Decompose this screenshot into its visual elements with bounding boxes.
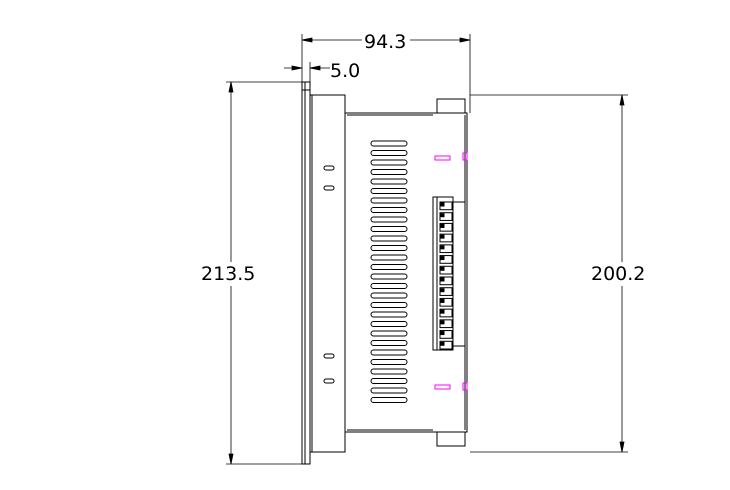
vent-slot [370,207,408,213]
terminal-pin [439,212,453,221]
terminal-pin [439,330,453,339]
vent-slot [370,245,408,251]
vent-slot [370,368,408,375]
terminal-pin [439,233,453,243]
depth-dimension-label: 94.3 [364,31,406,53]
vent-slots [370,140,408,403]
vent-slot [370,292,408,299]
body-height-label: 200.2 [591,263,645,285]
vent-slot [370,235,408,242]
vent-slot [370,226,408,232]
vent-slot [370,216,408,223]
vent-slot [370,359,408,365]
vent-slot [370,378,408,384]
vent-slot [370,197,408,204]
vent-slot [370,321,408,327]
vent-slot [370,273,408,280]
terminal-pin [439,297,453,307]
bottom-mounting-tab [436,431,466,447]
front-bezel [301,81,311,465]
overall-height-label: 213.5 [201,263,255,285]
vent-slot [370,169,408,175]
vent-slot [370,302,408,308]
dimension-lines [226,34,628,465]
vent-slot [370,188,408,194]
terminal-pin [439,276,453,286]
side-slots [323,165,335,384]
main-housing [344,98,468,447]
terminal-pin [439,201,453,211]
body-step [309,94,346,453]
vent-slot [370,178,408,185]
terminal-pin [439,222,453,232]
vent-slot [370,397,408,403]
terminal-pin [439,319,453,329]
vent-slot [370,283,408,289]
terminal-pin [439,340,453,350]
terminal-block [432,196,465,351]
terminal-pin [439,287,453,296]
indicator-marks [434,152,468,391]
vent-slot [370,150,408,156]
vent-slot [370,264,408,270]
bezel-dimension-label: 5.0 [330,60,360,82]
vent-slot [370,140,408,147]
terminal-pin [439,265,453,275]
terminal-pin [439,308,453,318]
vent-slot [370,349,408,356]
terminal-pin [439,255,453,264]
vent-slot [370,311,408,318]
vent-slot [370,330,408,337]
top-mounting-tab [436,98,466,114]
terminal-pin [439,244,453,254]
vent-slot [370,254,408,261]
vent-slot [370,340,408,346]
vent-slot [370,159,408,166]
vent-slot [370,387,408,394]
